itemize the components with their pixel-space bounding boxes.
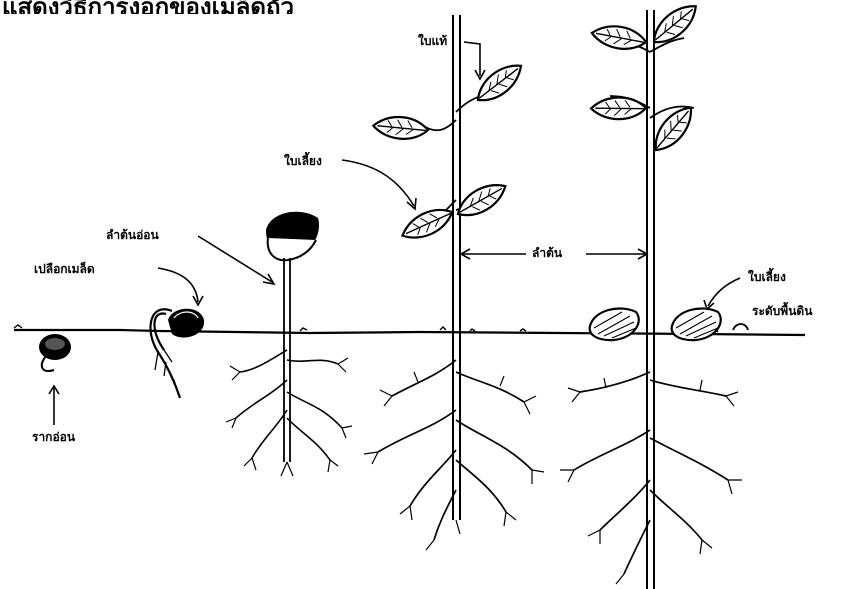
label-true-leaf: ใบแท้ (418, 34, 447, 48)
label-cotyledon-top: ใบเลี้ยง (284, 154, 322, 168)
stage-5-plant (560, 1, 742, 589)
stage-2-sprout (150, 309, 204, 398)
label-ground-level: ระดับพื้นดิน (752, 304, 812, 318)
stage-1-radicle (39, 334, 71, 371)
label-radicle: รากอ่อน (32, 430, 75, 444)
label-cotyledon-ground: ใบเลี้ยง (748, 270, 786, 284)
stage-4-plant (364, 15, 544, 550)
ground-cotyledon-pointer (704, 278, 740, 309)
true-leaf-pointer (464, 42, 485, 79)
label-stem: ลำต้น (532, 246, 562, 260)
label-seed-coat: เปลือกเมล็ด (34, 262, 95, 276)
radicle-pointer (49, 386, 59, 425)
ground-cotyledons (590, 308, 748, 340)
label-hypocotyl: ลำต้นอ่อน (106, 228, 159, 242)
stage-3-seedling (226, 212, 352, 476)
seed-coat-pointer (158, 268, 203, 305)
cotyledon-pointer (342, 160, 416, 209)
hypocotyl-pointer (198, 236, 274, 284)
